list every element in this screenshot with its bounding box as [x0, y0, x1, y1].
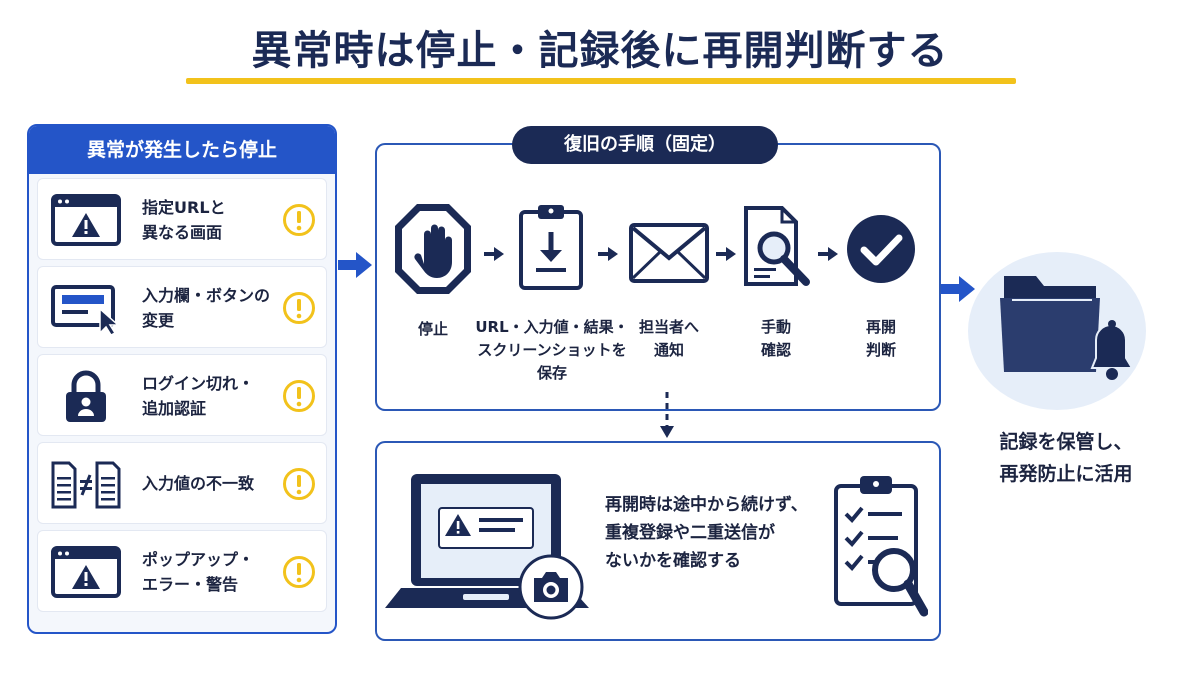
- exclamation-circle-icon: [283, 380, 315, 412]
- anomaly-item-value-mismatch: 入力値の不一致: [37, 442, 327, 524]
- anomaly-item-line1: 入力値の不一致: [142, 474, 255, 493]
- lock-user-icon: [66, 370, 106, 422]
- document-not-equal-icon: [51, 461, 121, 509]
- anomaly-item-line1: 指定URLと: [142, 198, 226, 217]
- camera-icon: [518, 554, 584, 620]
- anomaly-item-login-expired: ログイン切れ・追加認証: [37, 354, 327, 436]
- result-line1: 記録を保管し、: [999, 431, 1133, 453]
- step-save-label-line2: スクリーンショットを保存: [477, 341, 627, 382]
- step-stop-label: 停止: [417, 320, 448, 338]
- step-save-label-line1: URL・入力値・結果・: [475, 318, 629, 336]
- checklist-search-icon: [834, 476, 928, 617]
- flow-arrow-right-icon: [941, 276, 975, 302]
- input-cursor-icon: [51, 285, 120, 335]
- anomaly-item-input-change: 入力欄・ボタンの変更: [37, 266, 327, 348]
- recovery-procedure-heading: 復旧の手順（固定）: [512, 126, 778, 164]
- anomaly-item-line1: ポップアップ・: [142, 550, 255, 569]
- note-line3: ないかを確認する: [605, 551, 741, 571]
- step-check-label-line1: 手動: [760, 318, 791, 336]
- note-line2: 重複登録や二重送信が: [605, 523, 775, 543]
- exclamation-circle-icon: [283, 468, 315, 500]
- anomaly-panel-heading: 異常が発生したら停止: [29, 126, 335, 174]
- anomaly-item-line2: 異なる画面: [142, 223, 223, 242]
- anomaly-item-line2: 変更: [142, 311, 175, 330]
- step-check-label-line2: 確認: [760, 341, 791, 359]
- exclamation-circle-icon: [283, 292, 315, 324]
- flow-arrow-right-icon: [338, 252, 372, 278]
- step-arrow-icon: [818, 247, 838, 261]
- result-line2: 再発防止に活用: [999, 463, 1133, 485]
- anomaly-item-line2: エラー・警告: [142, 575, 239, 594]
- anomaly-item-line1: ログイン切れ・: [142, 374, 255, 393]
- clipboard-download-icon: [519, 205, 583, 290]
- browser-warning-icon: [51, 194, 121, 246]
- step-notify-label-line2: 通知: [653, 341, 684, 359]
- anomaly-panel: 異常が発生したら停止 指定URLと異なる画面 入力欄・ボタンの変更: [27, 124, 337, 634]
- page-title: 異常時は停止・記録後に再開判断する: [251, 28, 949, 74]
- exclamation-circle-icon: [283, 556, 315, 588]
- step-arrow-icon: [716, 247, 736, 261]
- anomaly-item-line2: 追加認証: [142, 399, 207, 418]
- note-line1: 再開時は途中から続けず、: [605, 495, 808, 515]
- step-resume-label-line1: 再開: [865, 318, 896, 336]
- exclamation-circle-icon: [283, 204, 315, 236]
- folder-bell-icon: [1000, 276, 1134, 380]
- check-circle-icon: [847, 215, 915, 283]
- anomaly-item-popup-error: ポップアップ・エラー・警告: [37, 530, 327, 612]
- document-search-icon: [744, 206, 810, 286]
- popup-warning-icon: [51, 546, 121, 598]
- stop-hand-icon: [395, 204, 471, 294]
- anomaly-item-line1: 入力欄・ボタンの: [142, 286, 271, 305]
- step-arrow-icon: [598, 247, 618, 261]
- step-notify-label-line1: 担当者へ: [638, 318, 699, 336]
- step-arrow-icon: [484, 247, 504, 261]
- laptop-warning-icon: [385, 474, 589, 608]
- anomaly-item-different-screen: 指定URLと異なる画面: [37, 178, 327, 260]
- title-underline: [186, 78, 1016, 84]
- dashed-arrow-down-icon: [660, 392, 674, 438]
- envelope-icon: [629, 223, 709, 283]
- step-resume-label-line2: 判断: [865, 341, 896, 359]
